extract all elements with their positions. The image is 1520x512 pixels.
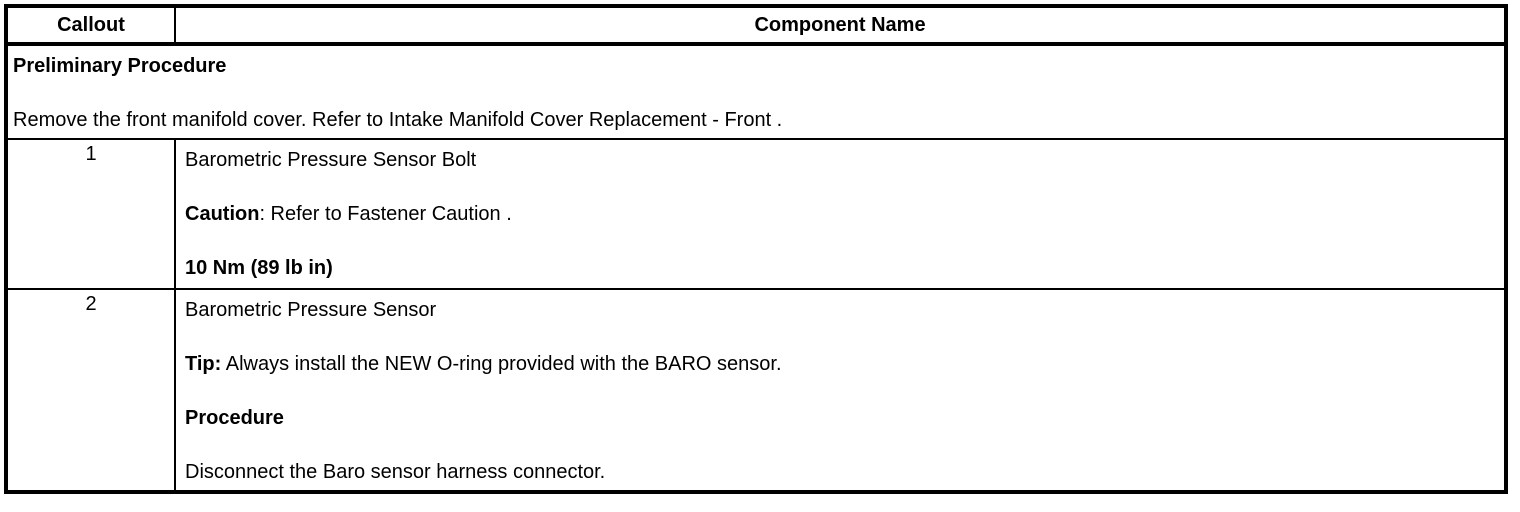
table-row-callout-2: 2 Barometric Pressure Sensor Tip: Always… [5, 288, 1507, 493]
component-cell-2: Barometric Pressure Sensor Tip: Always i… [174, 288, 1507, 493]
preliminary-procedure-title: Preliminary Procedure [13, 55, 227, 77]
component-name-2: Barometric Pressure Sensor [185, 299, 437, 321]
procedure-step: Disconnect the Baro sensor harness conne… [185, 461, 606, 483]
component-callout-table: Callout Component Name Preliminary Proce… [4, 4, 1508, 494]
table-header-row: Callout Component Name [5, 5, 1507, 46]
callout-number-1: 1 [5, 138, 176, 290]
callout-column-header: Callout [5, 5, 176, 46]
caution-note: Caution: Refer to Fastener Caution . [185, 204, 1494, 224]
callout-number-2: 2 [5, 288, 176, 493]
component-name-1: Barometric Pressure Sensor Bolt [185, 149, 477, 171]
preliminary-procedure-row: Preliminary Procedure Remove the front m… [5, 43, 1507, 140]
tip-note: Tip: Always install the NEW O-ring provi… [185, 354, 1494, 374]
component-name-column-header: Component Name [174, 5, 1507, 46]
torque-spec: 10 Nm (89 lb in) [185, 257, 333, 279]
tip-label: Tip: [185, 353, 222, 375]
table-row-callout-1: 1 Barometric Pressure Sensor Bolt Cautio… [5, 138, 1507, 290]
component-cell-1: Barometric Pressure Sensor Bolt Caution:… [174, 138, 1507, 290]
caution-text: : Refer to Fastener Caution . [259, 203, 512, 225]
preliminary-procedure-cell: Preliminary Procedure Remove the front m… [5, 43, 1507, 140]
preliminary-procedure-text: Remove the front manifold cover. Refer t… [13, 109, 783, 131]
tip-text: Always install the NEW O-ring provided w… [221, 353, 782, 375]
caution-label: Caution [185, 203, 260, 225]
procedure-heading: Procedure [185, 407, 284, 429]
